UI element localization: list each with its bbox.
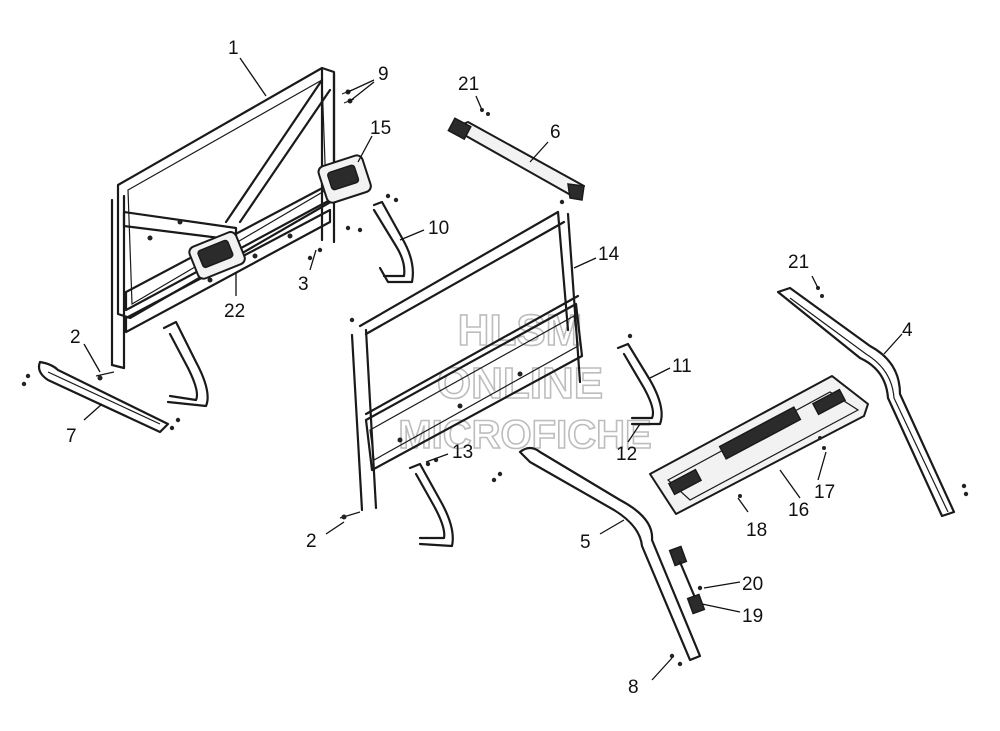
part-13-grab-handle [408, 457, 454, 548]
callout-18: 18 [746, 520, 767, 541]
part-4-side-rail [776, 286, 969, 518]
part-3-bolts [307, 225, 363, 261]
callout-16: 16 [788, 500, 809, 521]
part-10-grab-handle [372, 193, 414, 284]
part-8-bolts [669, 653, 683, 667]
callout-labels: 1 9 15 10 3 22 2 7 21 6 14 13 2 5 11 12 … [66, 38, 913, 698]
callout-5: 5 [580, 532, 591, 553]
leader-lines [83, 57, 903, 681]
part-7-front-tube [21, 360, 181, 434]
callout-11: 11 [672, 356, 692, 377]
part-11-grab-handle [616, 333, 663, 426]
part-1-front-frame [110, 66, 336, 370]
part-13-grab-handle-lower [162, 320, 209, 408]
part-15-light [317, 154, 372, 204]
callout-19: 19 [742, 606, 763, 627]
callout-21-top: 21 [458, 74, 479, 95]
part-14-rear-frame [349, 199, 584, 512]
callout-12: 12 [616, 444, 637, 465]
callout-7: 7 [66, 426, 77, 447]
callout-8: 8 [628, 677, 639, 698]
callout-9: 9 [378, 64, 389, 85]
callout-20: 20 [742, 574, 763, 595]
callout-13: 13 [452, 442, 473, 463]
part-22-light [188, 231, 246, 280]
callout-1: 1 [228, 38, 239, 59]
callout-17: 17 [814, 482, 835, 503]
part-2-bolt-right [339, 511, 361, 520]
callout-22: 22 [224, 301, 245, 322]
callout-2-left: 2 [70, 327, 81, 348]
watermark-line-1: HLSM [458, 306, 583, 355]
part-5-rear-tube [491, 446, 702, 662]
callout-6: 6 [550, 122, 561, 143]
part-19-latch [668, 545, 706, 615]
callout-2-right: 2 [306, 531, 317, 552]
callout-3: 3 [298, 274, 309, 295]
part-16-rear-panel [649, 375, 869, 515]
part-2-bolt-left [95, 371, 115, 381]
part-6-rear-seal [447, 108, 585, 201]
callout-21-right: 21 [788, 252, 809, 273]
callout-14: 14 [598, 244, 620, 265]
callout-10: 10 [428, 218, 449, 239]
callout-4: 4 [902, 320, 913, 341]
callout-15: 15 [370, 118, 391, 139]
